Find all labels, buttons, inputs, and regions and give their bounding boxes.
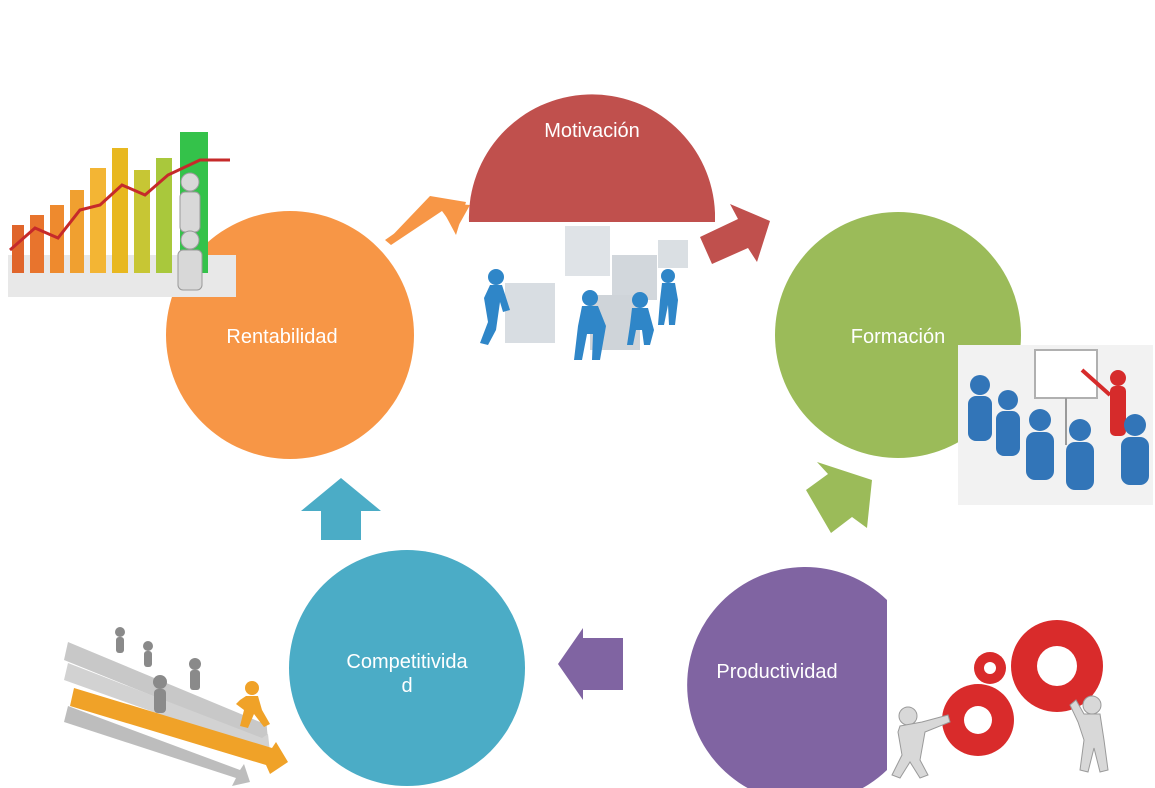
label-competitividad: Competitivida d <box>346 651 468 697</box>
arrow-productividad-to-competitividad <box>558 628 623 700</box>
arrow-competitividad-to-rentabilidad <box>301 478 381 540</box>
gears-pushing-figures-icon <box>891 620 1109 779</box>
label-rentabilidad: Rentabilidad <box>226 326 338 348</box>
node-competitividad <box>289 550 525 786</box>
label-productividad: Productividad <box>716 661 838 683</box>
node-motivacion <box>468 94 715 222</box>
label-motivacion: Motivación <box>544 120 640 142</box>
arrow-motivacion-to-formacion <box>700 204 770 264</box>
rising-bar-chart-figures-icon <box>8 132 236 297</box>
node-productividad <box>687 567 887 788</box>
runners-race-arrows-icon <box>64 627 288 786</box>
arrow-rentabilidad-to-motivacion <box>385 196 470 245</box>
arrow-formacion-to-productividad <box>806 462 872 533</box>
label-formacion: Formación <box>850 326 946 348</box>
puzzle-teamwork-figures-icon <box>480 226 688 360</box>
classroom-presentation-icon <box>958 345 1153 505</box>
